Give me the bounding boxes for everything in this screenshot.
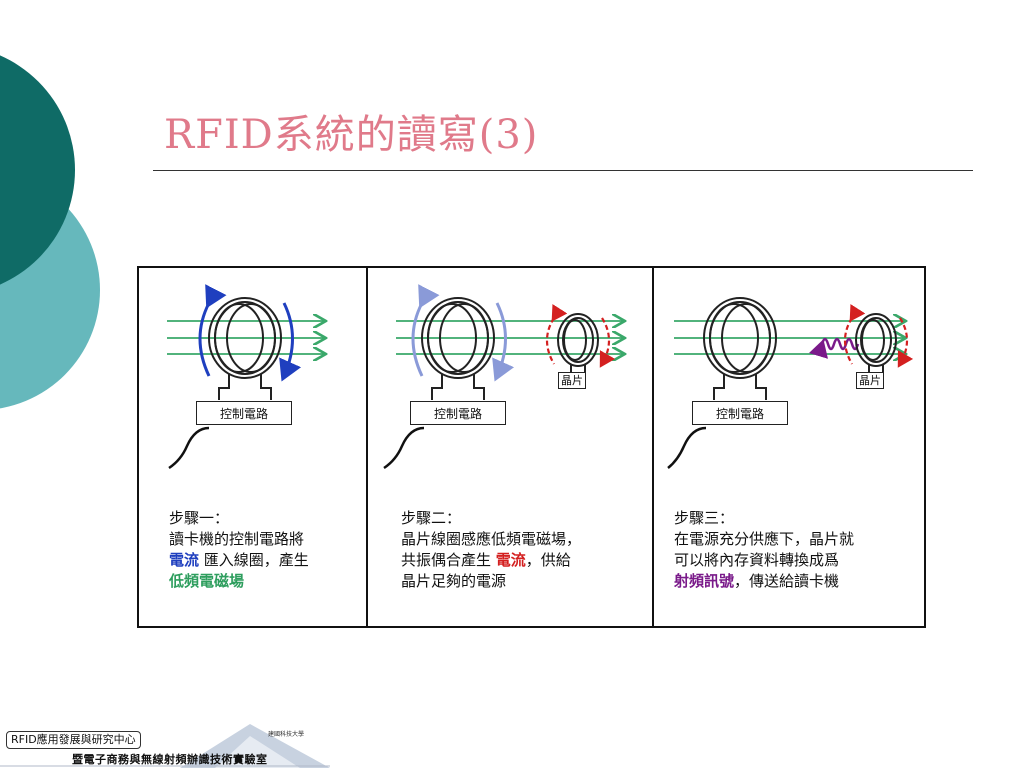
reader-coil <box>703 297 777 379</box>
decorative-circles <box>0 55 100 409</box>
footer-subtitle: 暨電子商務與無線射頻辦識技術實驗室 <box>72 753 268 766</box>
reader-current-arrows <box>198 284 302 382</box>
chip-label: 晶片 <box>558 372 586 389</box>
step-three-text: 步驟三： 在電源充分供應下，晶片就 可以將內存資料轉換成爲 射頻訊號，傳送給讀卡… <box>674 508 854 592</box>
step-three-panel: 控制電路 晶片 步驟三： 在電源充分供應下，晶片就 可以將內存資料轉換成爲 射頻… <box>654 268 924 626</box>
reader-coil <box>208 297 282 379</box>
step-two-panel: 控制電路 晶片 步驟二： 晶片線圈感應低頻電磁場， 共振偶合產生 電流，供給 晶… <box>368 268 654 626</box>
chip-current-arrows <box>843 303 914 368</box>
reader-coil-diagram <box>167 284 368 470</box>
step-three-line-2: 在電源充分供應下，晶片就 <box>674 530 855 548</box>
control-circuit-box: 控制電路 <box>692 401 788 425</box>
reader-current-arrows <box>411 284 515 382</box>
step-one-panel: 控制電路 步驟一： 讀卡機的控制電路將 電流 匯入線圈，產生 低頻電磁場 <box>139 268 368 626</box>
step-one-line-2: 讀卡機的控制電路將 <box>169 530 305 548</box>
step-three-line-3: 可以將內存資料轉換成爲 <box>674 551 840 569</box>
step-one-line-3: 電流 匯入線圈，產生 <box>169 551 309 569</box>
control-circuit-box: 控制電路 <box>196 401 292 425</box>
step-two-line-1: 步驟二： <box>401 509 462 527</box>
page-title: RFID系統的讀寫(3) <box>164 112 539 158</box>
step-two-line-2: 晶片線圈感應低頻電磁場， <box>401 530 582 548</box>
step-one-text: 步驟一： 讀卡機的控制電路將 電流 匯入線圈，產生 低頻電磁場 <box>169 508 309 592</box>
step-two-text: 步驟二： 晶片線圈感應低頻電磁場， 共振偶合產生 電流，供給 晶片足夠的電源 <box>401 508 581 592</box>
magnetic-field-lines <box>167 321 324 354</box>
magnetic-field-lines <box>674 321 904 354</box>
step-three-line-4: 射頻訊號，傳送給讀卡機 <box>674 572 840 590</box>
step-two-line-3: 共振偶合產生 電流，供給 <box>401 551 571 569</box>
step-two-line-4: 晶片足夠的電源 <box>401 572 507 590</box>
footer-badge: RFID應用發展與研究中心 <box>6 731 141 749</box>
reader-coil <box>421 297 495 379</box>
rf-signal-wave <box>808 337 860 359</box>
footer-logo-graphic <box>0 724 330 768</box>
university-label: 建國科技大學 <box>268 731 305 738</box>
control-circuit-box: 控制電路 <box>410 401 506 425</box>
chip-current-arrows <box>545 303 616 368</box>
chip-coil <box>557 313 599 367</box>
title-divider <box>153 170 973 171</box>
rfid-steps-figure: 控制電路 步驟一： 讀卡機的控制電路將 電流 匯入線圈，產生 低頻電磁場 <box>137 266 926 628</box>
chip-label: 晶片 <box>856 372 884 389</box>
step-one-line-4: 低頻電磁場 <box>169 572 245 590</box>
reader-and-chip-diagram <box>383 284 654 470</box>
step-one-line-1: 步驟一： <box>169 509 230 527</box>
rf-signal-diagram <box>667 297 914 469</box>
step-three-line-1: 步驟三： <box>674 509 735 527</box>
chip-coil <box>855 313 897 367</box>
